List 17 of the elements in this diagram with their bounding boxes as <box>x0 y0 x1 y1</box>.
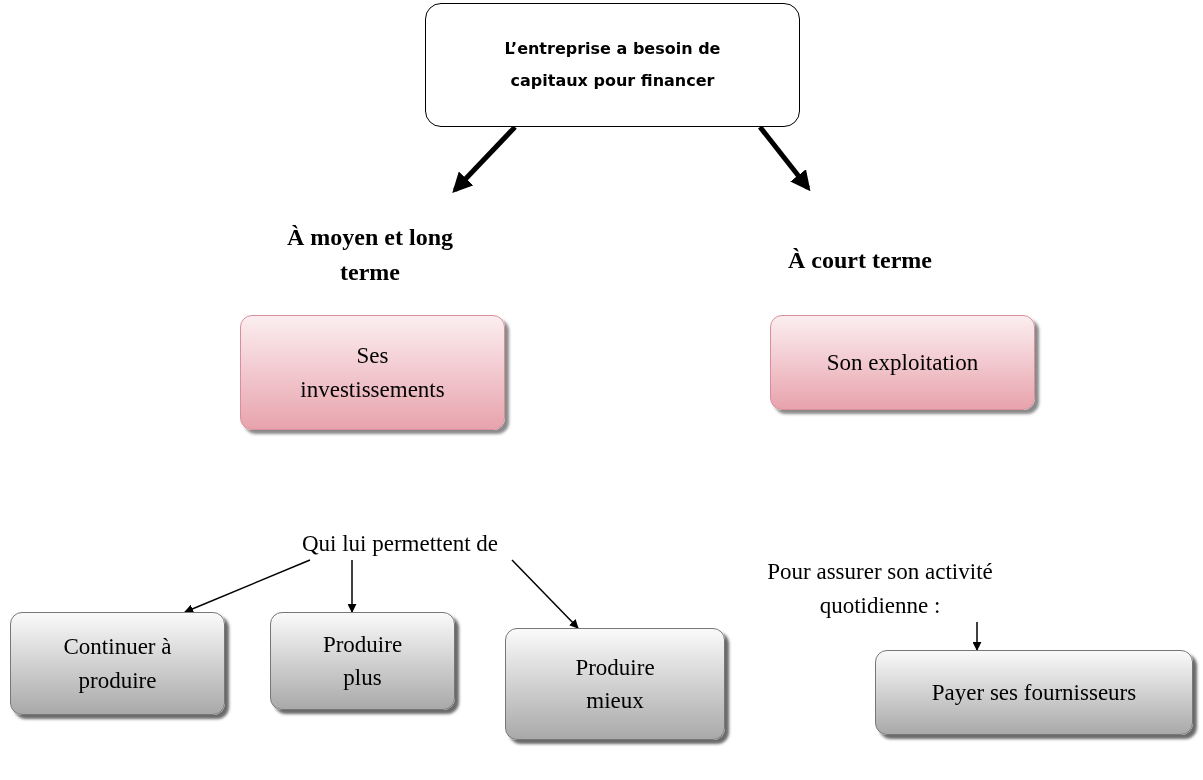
outcome-box: Payer ses fournisseurs <box>875 650 1193 735</box>
heading-text: À court terme <box>788 246 932 275</box>
arrow <box>758 125 811 192</box>
outcome-box: Produire mieux <box>505 628 725 740</box>
arrow <box>511 559 579 629</box>
arrow <box>184 559 311 614</box>
caption-text: Qui lui permettent de <box>300 529 500 558</box>
caption-text: Pour assurer son activité quotidienne : <box>766 558 994 620</box>
title-box: L’entreprise a besoin de capitaux pour financer <box>425 3 800 127</box>
arrow <box>972 621 982 651</box>
category-box: Ses investissements <box>240 315 505 430</box>
category-box: Son exploitation <box>770 315 1035 410</box>
arrow <box>452 125 517 193</box>
outcome-box: Produire plus <box>270 612 455 710</box>
arrow <box>347 559 357 613</box>
heading-text: À moyen et long terme <box>286 223 454 287</box>
outcome-box: Continuer à produire <box>10 612 225 715</box>
